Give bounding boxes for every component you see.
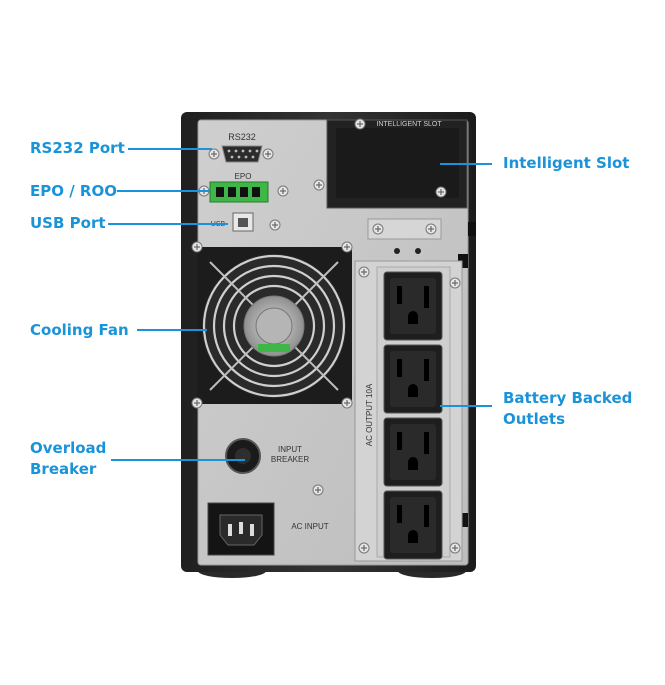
nema-outlet-icon [383, 344, 443, 414]
intelligent-slot-cover [336, 128, 459, 198]
db9-connector-icon [221, 145, 263, 163]
callout-battery-backed-outlets-line1: Battery Backed [503, 389, 633, 407]
leader-slot [440, 163, 492, 165]
leader-fan [137, 329, 207, 331]
label-ac-input: AC INPUT [291, 522, 328, 531]
label-rs232: RS232 [228, 132, 256, 142]
label-ac-output: AC OUTPUT 10A [365, 383, 374, 446]
leader-breaker [111, 459, 245, 461]
leader-epo [117, 190, 210, 192]
nema-outlet-icon [383, 490, 443, 560]
callout-battery-backed-outlets-line2: Outlets [503, 410, 566, 428]
callout-epo-roo: EPO / ROO [30, 182, 117, 200]
label-input-breaker-2: BREAKER [271, 455, 309, 464]
leader-rs232 [128, 148, 212, 150]
callout-rs232-port: RS232 Port [30, 139, 125, 157]
label-input-breaker-1: INPUT [278, 445, 302, 454]
leader-outlets [440, 405, 492, 407]
nema-outlet-icon [383, 417, 443, 487]
callout-cooling-fan: Cooling Fan [30, 321, 129, 339]
leader-usb [108, 223, 228, 225]
callout-usb-port: USB Port [30, 214, 106, 232]
label-epo: EPO [235, 172, 252, 181]
label-intelligent-slot: INTELLIGENT SLOT [376, 121, 442, 128]
callout-overload-breaker-line2: Breaker [30, 460, 97, 478]
nema-outlet-icon [383, 271, 443, 341]
mounting-plate [367, 218, 442, 240]
callout-overload-breaker-line1: Overload [30, 439, 107, 457]
fan-grille-icon [191, 241, 353, 409]
callout-intelligent-slot: Intelligent Slot [503, 154, 630, 172]
